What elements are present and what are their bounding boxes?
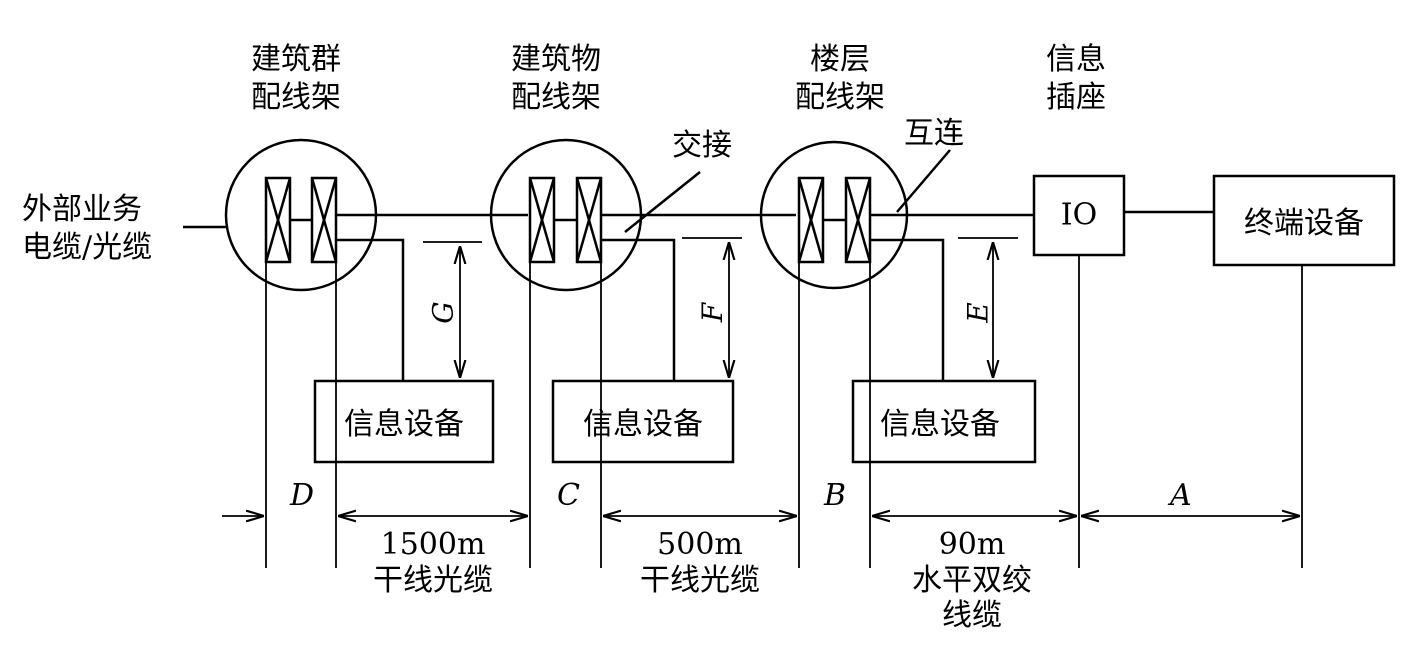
info-equipment-box-3 [851, 379, 1037, 464]
io-label: IO [1060, 197, 1098, 233]
dim-f-label: F [696, 302, 730, 323]
terminal-label: 终端设备 [1244, 206, 1364, 241]
info-outlet-title-1: 信息 [1046, 42, 1106, 77]
info-outlet-title-2: 插座 [1046, 80, 1106, 115]
segment-c-label: C [557, 478, 580, 513]
floor-frame-title-2: 配线架 [795, 80, 885, 115]
campus-frame-title-2: 配线架 [251, 80, 341, 115]
segment-b-label: B [824, 478, 847, 513]
external-cable-label-1: 外部业务 [22, 192, 142, 227]
cable-2-length: 500m [657, 527, 743, 562]
dim-g-label: G [426, 301, 460, 324]
info-equipment-box-2 [551, 379, 735, 464]
external-cable-label-2: 电缆/光缆 [22, 230, 153, 265]
cable-3-type-2: 线缆 [942, 598, 1002, 633]
info-equipment-label-1: 信息设备 [344, 407, 464, 442]
building-frame-title-2: 配线架 [511, 80, 601, 115]
campus-frame-title-1: 建筑群 [251, 42, 341, 77]
segment-d-label: D [290, 478, 315, 513]
cable-3-type-1: 水平双绞 [912, 563, 1032, 598]
interconnect-leader [896, 149, 951, 213]
dim-e-label: E [961, 302, 995, 323]
info-equipment-box-1 [313, 379, 495, 464]
cable-3-length: 90m [938, 527, 1006, 562]
building-frame-title-1: 建筑物 [511, 42, 601, 77]
cable-1-type: 干线光缆 [373, 563, 493, 598]
segment-a-label: A [1170, 478, 1192, 513]
info-equipment-label-2: 信息设备 [583, 407, 703, 442]
cross-connect-leader [624, 171, 701, 233]
terminal-box [1212, 174, 1396, 267]
info-equipment-label-3: 信息设备 [880, 407, 1000, 442]
cable-2-type: 干线光缆 [640, 563, 760, 598]
cable-1-length: 1500m [380, 527, 486, 562]
cross-connect-label: 交接 [672, 128, 732, 163]
floor-frame-title-1: 楼层 [810, 42, 870, 77]
interconnect-label: 互连 [904, 116, 964, 151]
